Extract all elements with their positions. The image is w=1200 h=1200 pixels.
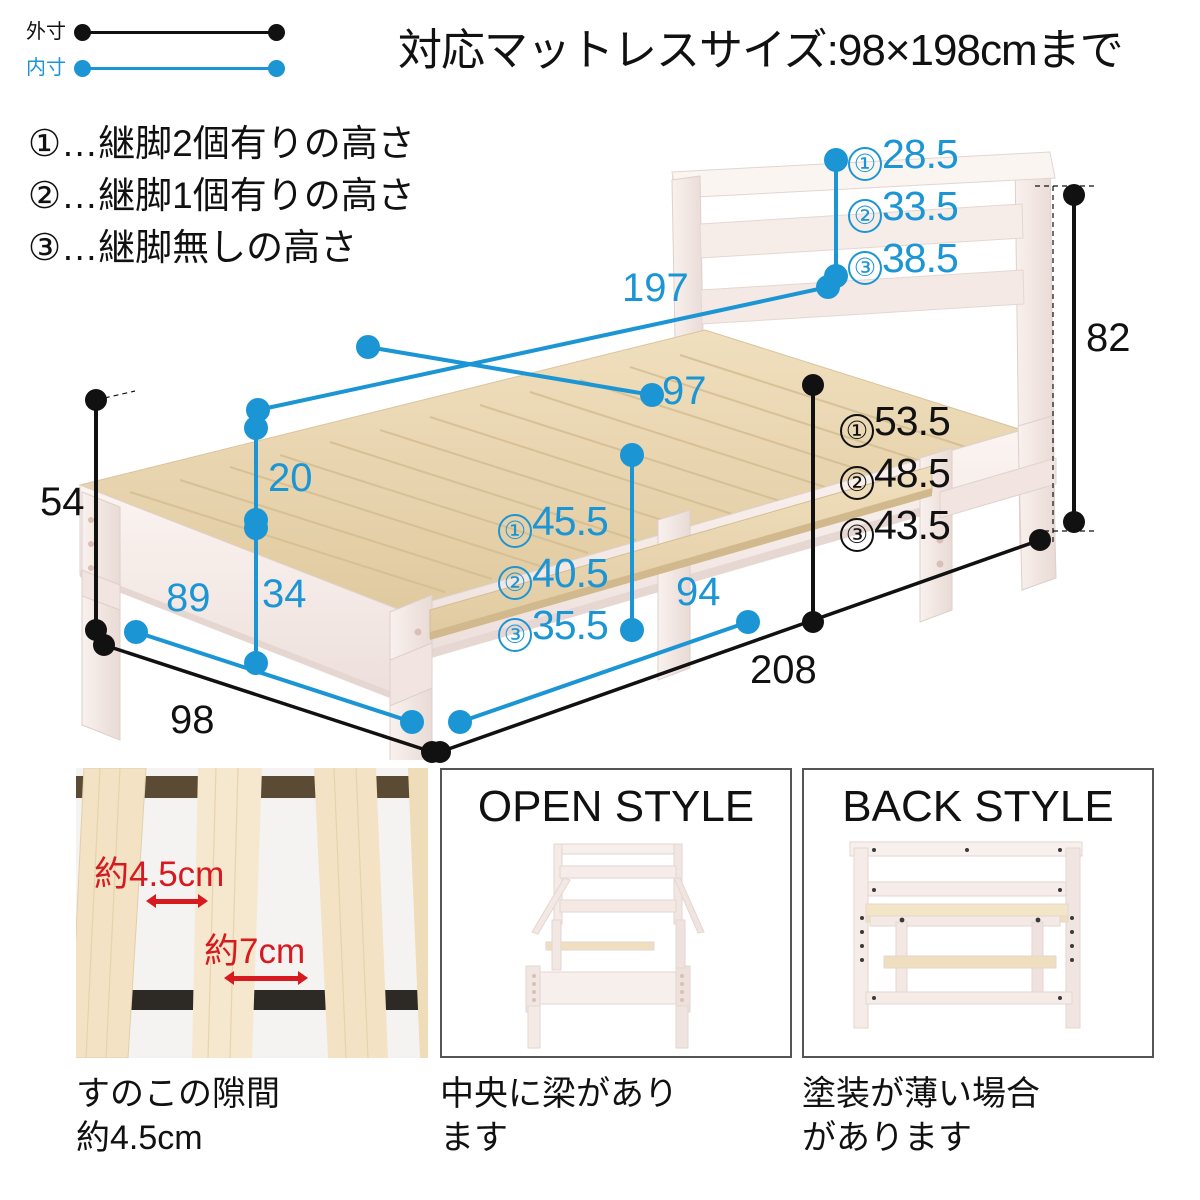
dim-value: 48.5 bbox=[874, 450, 951, 496]
mattress-size-title: 対応マットレスサイズ:98×198cmまで bbox=[398, 26, 1124, 75]
note-line-3: ③…継脚無しの高さ bbox=[28, 227, 358, 268]
legend-row-outer: 外寸 bbox=[26, 14, 326, 50]
dim-value: 35.5 bbox=[532, 602, 609, 648]
legend-bar-inner bbox=[72, 57, 287, 79]
leg-height-notes: ①…継脚2個有りの高さ ②…継脚1個有りの高さ ③…継脚無しの高さ bbox=[28, 118, 415, 274]
open-style-label: OPEN STYLE bbox=[477, 782, 755, 831]
dim-side-height-outer: 54 bbox=[40, 480, 85, 524]
center-beam-group bbox=[429, 465, 933, 640]
leg-extension-blocks bbox=[81, 569, 433, 707]
dim-rail-thickness-inner: 20 bbox=[268, 456, 313, 500]
caption-line: 約4.5cm bbox=[76, 1119, 203, 1157]
slat-gap-arrow-7 bbox=[224, 971, 308, 985]
dim-value: 33.5 bbox=[882, 183, 959, 229]
legend-row-inner: 内寸 bbox=[26, 50, 326, 86]
dim-width-inner: 97 bbox=[662, 369, 707, 413]
dim-floor-length-inner: 94 bbox=[676, 570, 721, 614]
legend-label-inner: 内寸 bbox=[26, 57, 66, 79]
legend-label-outer: 外寸 bbox=[26, 21, 66, 43]
panel-slat-gap-caption: すのこの隙間 約4.5cm bbox=[76, 1072, 428, 1160]
panel-open-style-caption: 中央に梁があり ます bbox=[440, 1072, 792, 1160]
panel-back-style-caption: 塗装が薄い場合 があります bbox=[802, 1072, 1154, 1160]
circle-marker: ② bbox=[498, 566, 532, 600]
legend-bar-outer bbox=[72, 21, 287, 43]
dim-value: 45.5 bbox=[532, 498, 609, 544]
dim-overall-length-outer: 208 bbox=[750, 648, 817, 692]
panel-slat-gap: 約4.5cm 約7cm すのこの隙間 約4.5cm bbox=[76, 768, 428, 1160]
caption-line: 中央に梁があり bbox=[440, 1075, 678, 1113]
panel-open-style: OPEN STYLE bbox=[440, 768, 792, 1160]
circle-marker: ③ bbox=[840, 518, 874, 552]
note-line-2: ②…継脚1個有りの高さ bbox=[28, 175, 415, 216]
caption-line: すのこの隙間 bbox=[76, 1075, 280, 1113]
dim-floor-width-inner: 89 bbox=[166, 576, 211, 620]
lower-back-rail bbox=[939, 457, 1057, 519]
back-style-label: BACK STYLE bbox=[842, 782, 1114, 831]
dim-value: 53.5 bbox=[874, 398, 951, 444]
slat-gap-label-7: 約7cm bbox=[204, 932, 306, 971]
legend: 外寸 内寸 bbox=[26, 14, 326, 86]
dimension-overlay bbox=[85, 148, 1095, 763]
circle-marker: ① bbox=[848, 147, 882, 181]
legend-dot-right-outer bbox=[268, 24, 285, 41]
circle-marker: ③ bbox=[498, 618, 532, 652]
bottom-panels: 約4.5cm 約7cm すのこの隙間 約4.5cm OPEN STYLE bbox=[0, 768, 1200, 1200]
circle-marker: ③ bbox=[848, 251, 882, 285]
panel-open-style-image: OPEN STYLE bbox=[440, 768, 792, 1058]
dim-leg-gap-inner: 34 bbox=[262, 572, 307, 616]
dim-value: 43.5 bbox=[874, 502, 951, 548]
dim-headboard-height-outer: 82 bbox=[1086, 316, 1131, 360]
circle-marker: ② bbox=[848, 199, 882, 233]
slat-gap-label-45: 約4.5cm bbox=[94, 855, 225, 894]
legend-line-inner bbox=[82, 67, 277, 70]
dim-value: 28.5 bbox=[882, 131, 959, 177]
circle-marker: ① bbox=[498, 514, 532, 548]
caption-line: があります bbox=[802, 1119, 972, 1157]
legend-dot-right-inner bbox=[268, 60, 285, 77]
legend-dot-left-outer bbox=[74, 24, 91, 41]
caption-line: 塗装が薄い場合 bbox=[802, 1075, 1040, 1113]
slat-gap-arrow-45 bbox=[146, 894, 208, 908]
legend-line-outer bbox=[82, 31, 277, 34]
panel-slat-gap-image: 約4.5cm 約7cm bbox=[76, 768, 428, 1058]
caption-line: ます bbox=[440, 1119, 508, 1157]
dim-overall-width-outer: 98 bbox=[170, 698, 215, 742]
note-line-1: ①…継脚2個有りの高さ bbox=[28, 123, 415, 164]
circle-marker: ② bbox=[840, 466, 874, 500]
panel-back-style: BACK STYLE bbox=[802, 768, 1154, 1160]
panel-back-style-image: BACK STYLE bbox=[802, 768, 1154, 1058]
legend-dot-left-inner bbox=[74, 60, 91, 77]
dim-value: 40.5 bbox=[532, 550, 609, 596]
dim-length-inner: 197 bbox=[622, 266, 689, 310]
circle-marker: ① bbox=[840, 414, 874, 448]
dim-value: 38.5 bbox=[882, 235, 959, 281]
